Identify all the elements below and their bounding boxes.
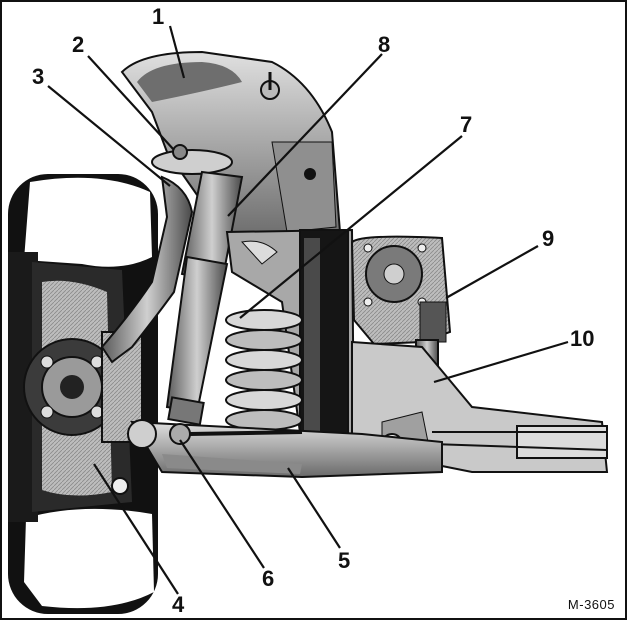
callout-1: 1 — [152, 4, 164, 29]
lower-control-arm — [130, 420, 443, 479]
callout-5: 5 — [338, 548, 350, 573]
callout-10: 10 — [570, 326, 594, 351]
callout-6: 6 — [262, 566, 274, 591]
callout-4: 4 — [172, 592, 185, 617]
figure-code: M-3605 — [567, 597, 615, 612]
strut-mount — [151, 144, 233, 175]
steering-gear — [350, 235, 452, 346]
callout-9: 9 — [542, 226, 554, 251]
callout-2: 2 — [72, 32, 84, 57]
brake-hub — [23, 262, 143, 512]
callout-numbers: 1 2 3 4 5 6 7 8 9 10 — [32, 4, 594, 617]
shock-absorber — [165, 170, 244, 426]
callout-8: 8 — [378, 32, 390, 57]
leader-lines — [47, 25, 569, 595]
callout-7: 7 — [460, 112, 472, 137]
upper-link — [100, 175, 194, 364]
callout-3: 3 — [32, 64, 44, 89]
tie-rod-end — [111, 419, 303, 495]
